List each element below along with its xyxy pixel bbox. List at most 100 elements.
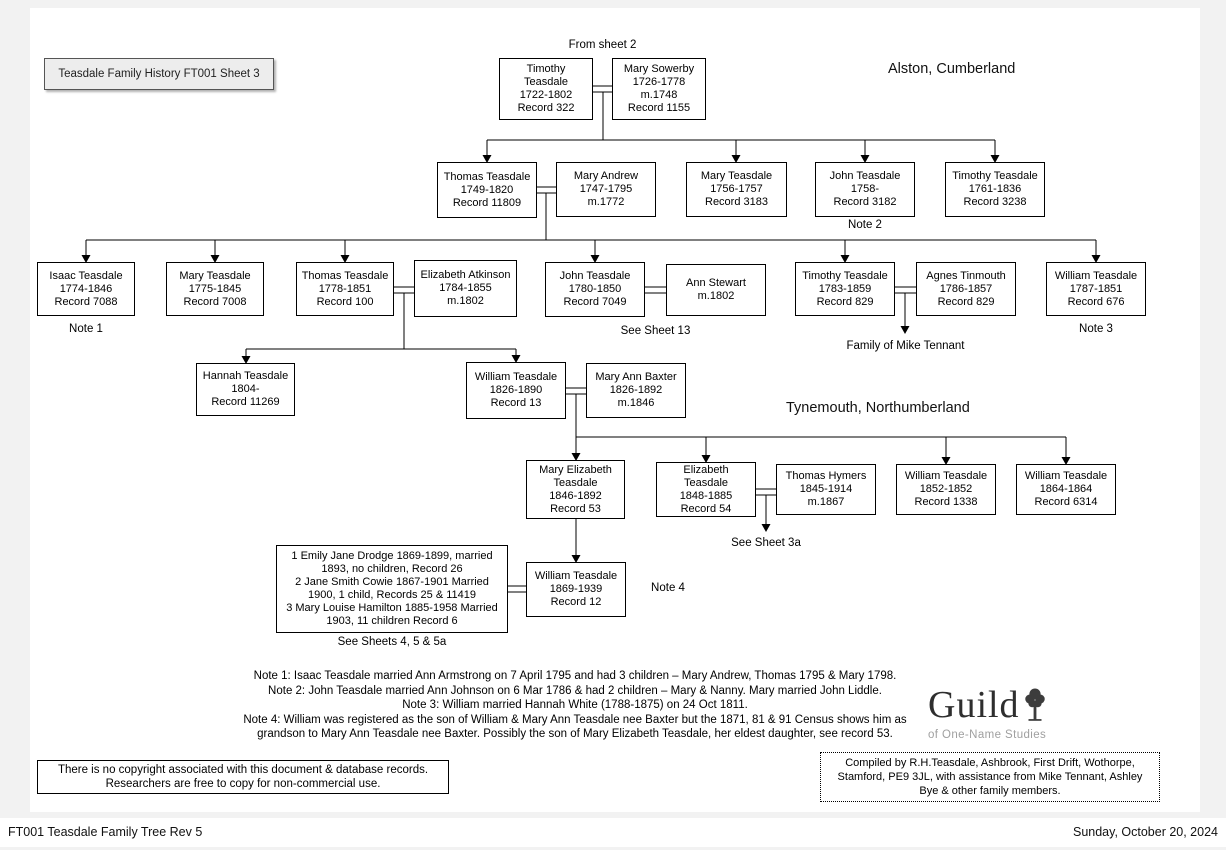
box-text-line: Record 12 (550, 596, 602, 608)
box-text-line: Mary Teasdale (179, 269, 251, 282)
copyright-box: There is no copyright associated with th… (37, 760, 449, 794)
box-text-line: Isaac Teasdale (49, 269, 123, 282)
box-text-line: 1826-1890 (489, 384, 543, 396)
box-text-line: 1869-1939 (549, 583, 603, 595)
box-text-line: Record 322 (517, 102, 575, 114)
box-text-line: Record 676 (1067, 295, 1125, 308)
box-text-line: Record 7049 (563, 296, 627, 308)
box-text-line: 2 Jane Smith Cowie 1867-1901 Married (295, 576, 489, 588)
box-text-line: William Teasdale (534, 570, 618, 582)
box-text-line: m.1867 (807, 496, 845, 508)
box-text-line: Record 1338 (914, 496, 978, 508)
box-text-line: 1722-1802 (519, 89, 573, 101)
box-text-line: 1758- (850, 183, 880, 195)
box-text-line: Timothy Teasdale (952, 170, 1038, 182)
note-2-label: Note 2 (848, 219, 882, 231)
see-sheet-13-label: See Sheet 13 (620, 325, 691, 337)
box-text-line: 1900, 1 child, Records 25 & 11419 (308, 589, 476, 601)
box-text-line: Mary Elizabeth (539, 463, 612, 476)
note-1-label: Note 1 (69, 323, 103, 335)
box-text-line: 1787-1851 (1069, 282, 1123, 295)
box-text-line: Record 1155 (627, 102, 691, 114)
box-text-line: Record 3182 (833, 196, 897, 208)
box-text-line: Record 829 (937, 295, 995, 308)
box-text-line: Record 13 (490, 397, 542, 409)
box-text-line: Mary Ann Baxter (595, 371, 677, 383)
box-text-line: 1784-1855 (439, 282, 492, 294)
box-text-line: Record 11269 (211, 396, 280, 408)
box-text-line: 1778-1851 (318, 282, 372, 295)
box-text-line: Record 6314 (1034, 496, 1098, 508)
box-text-line: m.1802 (447, 295, 484, 307)
box-text-line: Elizabeth Atkinson (420, 269, 511, 281)
note-line-4b: grandson to Mary Ann Teasdale nee Baxter… (257, 728, 893, 741)
box-text-line: Teasdale (553, 476, 598, 489)
guild-logo-row: Guild (928, 686, 1048, 729)
box-text-line: William Teasdale (1024, 470, 1108, 482)
box-text-line: Thomas Teasdale (443, 170, 531, 183)
box-text-line: John Teasdale (829, 170, 901, 182)
box-text-line: John Teasdale (559, 270, 631, 282)
footer-bar: FT001 Teasdale Family Tree Rev 5 Sunday,… (0, 818, 1226, 847)
sheet-title-text: Teasdale Family History FT001 Sheet 3 (58, 68, 260, 80)
note-line-2: Note 2: John Teasdale married Ann Johnso… (268, 684, 882, 697)
box-text-line: 3 Mary Louise Hamilton 1885-1958 Married (286, 602, 498, 614)
compiled-line-2: Stamford, PE9 3JL, with assistance from … (837, 771, 1143, 783)
box-text-line: Record 53 (550, 502, 601, 515)
box-text-line: Teasdale (523, 76, 569, 88)
box-text-line: 1 Emily Jane Drodge 1869-1899, married (291, 550, 493, 562)
box-text-line: William Teasdale (904, 470, 988, 482)
box-text-line: Thomas Teasdale (301, 269, 389, 282)
guild-logo: Guild of One-Name Studies (928, 686, 1048, 741)
sheet-title-box: Teasdale Family History FT001 Sheet 3 (44, 58, 274, 90)
family-mike-tennant-label: Family of Mike Tennant (846, 340, 965, 352)
copyright-line-2: Researchers are free to copy for non-com… (105, 778, 381, 790)
box-text-line: 1848-1885 (679, 489, 733, 502)
box-text-line: Mary Andrew (573, 170, 639, 182)
box-text-line: 1893, no children, Record 26 (321, 563, 463, 575)
copyright-line-1: There is no copyright associated with th… (57, 764, 429, 776)
note-line-4a: Note 4: William was registered as the so… (243, 713, 907, 726)
compiled-line-1: Compiled by R.H.Teasdale, Ashbrook, Firs… (845, 757, 1135, 769)
box-text-line: Mary Sowerby (623, 63, 695, 75)
box-text-line: 1783-1859 (818, 282, 872, 295)
box-text-line: Record 54 (680, 502, 732, 515)
box-text-line: William Teasdale (1054, 269, 1138, 282)
box-text-line: Agnes Tinmouth (926, 269, 1006, 282)
box-text-line: m.1802 (697, 290, 735, 302)
note-line-3: Note 3: William married Hannah White (17… (402, 699, 748, 712)
box-text-line: 1903, 11 children Record 6 (326, 615, 458, 627)
note-line-1: Note 1: Isaac Teasdale married Ann Armst… (253, 670, 897, 682)
box-text-line: 1726-1778 (632, 76, 686, 88)
see-sheets-4-5-5a-label: See Sheets 4, 5 & 5a (337, 636, 447, 648)
box-text-line: 1780-1850 (568, 283, 622, 295)
box-text-line: Record 3238 (963, 196, 1027, 208)
box-text-line: 1761-1836 (968, 183, 1022, 195)
footer-document-title: FT001 Teasdale Family Tree Rev 5 (8, 825, 203, 839)
box-text-line: 1774-1846 (59, 282, 113, 295)
box-text-line: Thomas Hymers (785, 470, 867, 482)
region-label-alston: Alston, Cumberland (888, 61, 1016, 77)
compiled-line-3: Bye & other family members. (919, 785, 1061, 797)
box-text-line: Ann Stewart (686, 277, 746, 289)
box-text-line: Elizabeth (683, 463, 729, 476)
box-text-line: 1775-1845 (188, 282, 242, 295)
